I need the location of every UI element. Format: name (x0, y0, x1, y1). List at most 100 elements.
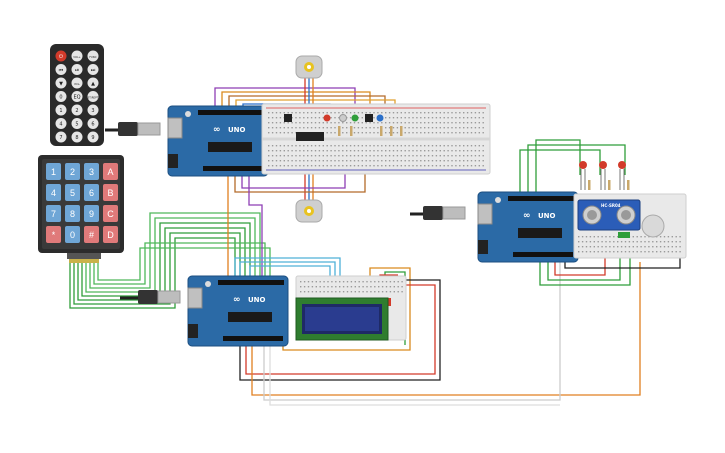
wire[interactable] (282, 267, 411, 351)
breadboard-hole (300, 291, 302, 293)
wire[interactable] (89, 212, 261, 289)
breadboard-hole (388, 160, 391, 162)
breadboard-hole (279, 165, 282, 167)
remote-button[interactable]: VOL+ (71, 50, 83, 62)
remote-button[interactable]: ▲ (87, 77, 99, 89)
wire[interactable] (251, 262, 641, 396)
keypad-key-6[interactable]: 6 (84, 184, 99, 201)
keypad-key-9[interactable]: 9 (84, 205, 99, 222)
wire[interactable] (527, 144, 626, 195)
breadboard-hole (318, 160, 321, 162)
keypad-key-b[interactable]: B (103, 184, 118, 201)
breadboard-hole (404, 150, 406, 152)
wire[interactable] (221, 91, 371, 112)
remote-button[interactable]: 2 (71, 104, 83, 116)
remote-button[interactable]: EQ (71, 91, 83, 102)
wire[interactable] (81, 222, 251, 297)
keypad-key-3[interactable]: 3 (84, 163, 99, 180)
breadboard-hole (346, 160, 348, 162)
breadboard-hole (307, 112, 309, 114)
breadboard-hole (354, 286, 356, 288)
wire[interactable] (97, 247, 271, 285)
keypad-key-8[interactable]: 8 (65, 205, 80, 222)
remote-button[interactable]: 4 (55, 118, 67, 129)
breadboard-hole (463, 160, 465, 162)
remote-button[interactable]: VOL- (71, 77, 83, 89)
wire[interactable] (248, 175, 263, 285)
remote-button[interactable]: 5 (71, 118, 83, 129)
breadboard-hole (318, 127, 321, 129)
keypad-key-hash[interactable]: # (84, 226, 99, 243)
wire[interactable] (263, 262, 561, 401)
remote-button[interactable]: ▼ (55, 77, 67, 89)
lcd-16x2-display[interactable] (295, 297, 389, 341)
arduino-uno-3[interactable]: ∞ UNO (477, 191, 579, 263)
remote-button[interactable]: 7 (55, 131, 67, 143)
servo-motor-top[interactable] (295, 55, 323, 79)
keypad-key-5[interactable]: 5 (65, 184, 80, 201)
wire[interactable] (234, 160, 366, 193)
breadboard-hole (279, 112, 282, 114)
breadboard-hole (307, 165, 309, 167)
wire[interactable] (535, 139, 581, 195)
keypad-key-c[interactable]: C (103, 205, 118, 222)
breadboard-hole (331, 291, 333, 293)
breadboard-hole (392, 160, 395, 162)
breadboard-hole (322, 165, 324, 167)
breadboard-hole (431, 117, 434, 119)
breadboard-hole (478, 160, 480, 162)
keypad-key-a[interactable]: A (103, 163, 118, 180)
pushbutton[interactable] (365, 114, 373, 122)
wire[interactable] (239, 279, 441, 381)
remote-button[interactable]: 9 (87, 131, 99, 143)
breadboard-hole (427, 127, 430, 129)
breadboard-holes (300, 281, 403, 293)
led-green (351, 114, 359, 122)
breadboard-hole (295, 160, 297, 162)
breadboard-1[interactable] (261, 103, 491, 175)
wire[interactable] (69, 237, 236, 309)
wire[interactable] (539, 240, 631, 286)
breadboard-hole (369, 150, 371, 152)
remote-button[interactable]: 8 (71, 131, 83, 143)
remote-button[interactable]: 6 (87, 118, 99, 129)
remote-button[interactable]: ⏯ (71, 64, 83, 75)
wire[interactable] (547, 240, 621, 281)
remote-button[interactable]: 3 (87, 104, 99, 116)
remote-button[interactable]: ⏭ (87, 64, 99, 75)
remote-button[interactable]: ST/REPT (87, 91, 99, 102)
pushbutton[interactable] (284, 114, 292, 122)
keypad-key-0[interactable]: 0 (65, 226, 80, 243)
breadboard-hole (578, 241, 580, 243)
breadboard-hole (628, 246, 631, 248)
wire[interactable] (85, 217, 256, 293)
remote-button[interactable]: ⏻ (55, 50, 67, 62)
breadboard-hole (478, 155, 480, 157)
ultrasonic-sensor[interactable]: HC-SR04 (577, 199, 641, 231)
arduino-uno-1[interactable]: ∞ UNO (167, 105, 269, 177)
remote-button[interactable]: FUNC (87, 50, 99, 62)
breadboard-hole (327, 291, 329, 293)
breadboard-hole (593, 251, 595, 253)
remote-button[interactable]: 1 (55, 104, 67, 116)
keypad-key-d[interactable]: D (103, 226, 118, 243)
wire[interactable] (73, 232, 241, 305)
remote-button[interactable]: ⏮ (55, 64, 67, 75)
wire[interactable] (245, 284, 436, 375)
wire[interactable] (269, 345, 560, 406)
remote-button[interactable]: 0 (55, 91, 67, 102)
keypad-key-2[interactable]: 2 (65, 163, 80, 180)
keypad-key-1[interactable]: 1 (46, 163, 61, 180)
breadboard-hole (393, 291, 395, 293)
breadboard-hole (474, 165, 477, 167)
wire[interactable] (93, 242, 266, 285)
arduino-uno-2[interactable]: ∞ UNO (187, 275, 289, 347)
keypad-key-4[interactable]: 4 (46, 184, 61, 201)
keypad-key-7[interactable]: 7 (46, 205, 61, 222)
breadboard-hole (295, 165, 297, 167)
servo-motor-bottom[interactable] (295, 199, 323, 223)
wire[interactable] (77, 227, 246, 301)
keypad-key-star[interactable]: * (46, 226, 61, 243)
